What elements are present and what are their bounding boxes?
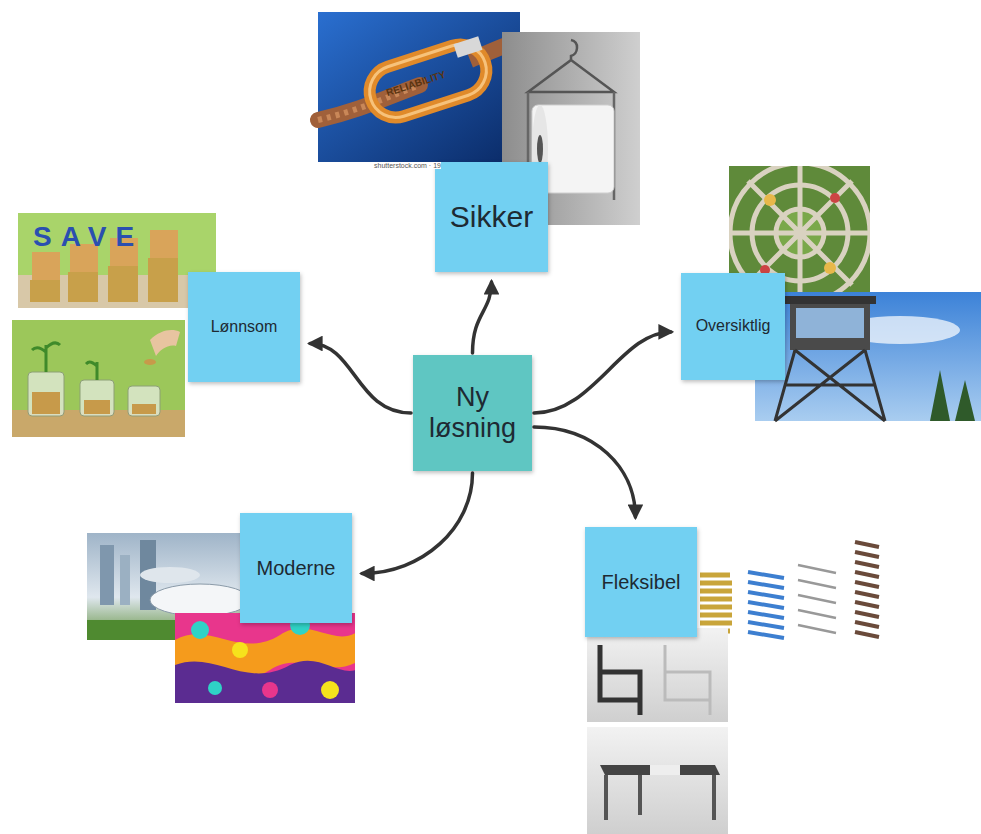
note-text: Lønnsom bbox=[211, 318, 278, 336]
arrow-connector bbox=[534, 332, 671, 413]
lookout-tower-photo bbox=[755, 292, 981, 421]
arrow-connector bbox=[310, 344, 411, 414]
sticky-note: Oversiktlig bbox=[681, 273, 785, 380]
note-text: Moderne bbox=[257, 557, 336, 580]
arrow-connector bbox=[534, 427, 635, 517]
desk-photo bbox=[587, 727, 728, 834]
note-text: Ny løsning bbox=[419, 382, 526, 444]
chairs-photo bbox=[587, 628, 728, 722]
arrow-connector bbox=[362, 473, 473, 574]
image-text: SAVE bbox=[33, 221, 143, 253]
note-text: Sikker bbox=[450, 200, 533, 235]
save-coins-photo bbox=[18, 213, 216, 308]
note-text: Oversiktlig bbox=[696, 317, 771, 335]
coin-jars-photo bbox=[12, 320, 185, 437]
center-note: Ny løsning bbox=[413, 355, 532, 471]
arrow-connector bbox=[473, 282, 492, 353]
note-text: Fleksibel bbox=[602, 571, 681, 594]
sticky-note: Moderne bbox=[240, 513, 352, 623]
sticky-note: Sikker bbox=[435, 162, 548, 272]
sticky-note: Fleksibel bbox=[585, 527, 697, 637]
springs-photo bbox=[700, 542, 879, 638]
colour-pattern-art bbox=[175, 613, 355, 703]
carabiner-photo bbox=[318, 12, 520, 162]
image-text: shutterstock.com · 19 bbox=[374, 162, 441, 169]
sticky-note: Lønnsom bbox=[188, 272, 300, 382]
